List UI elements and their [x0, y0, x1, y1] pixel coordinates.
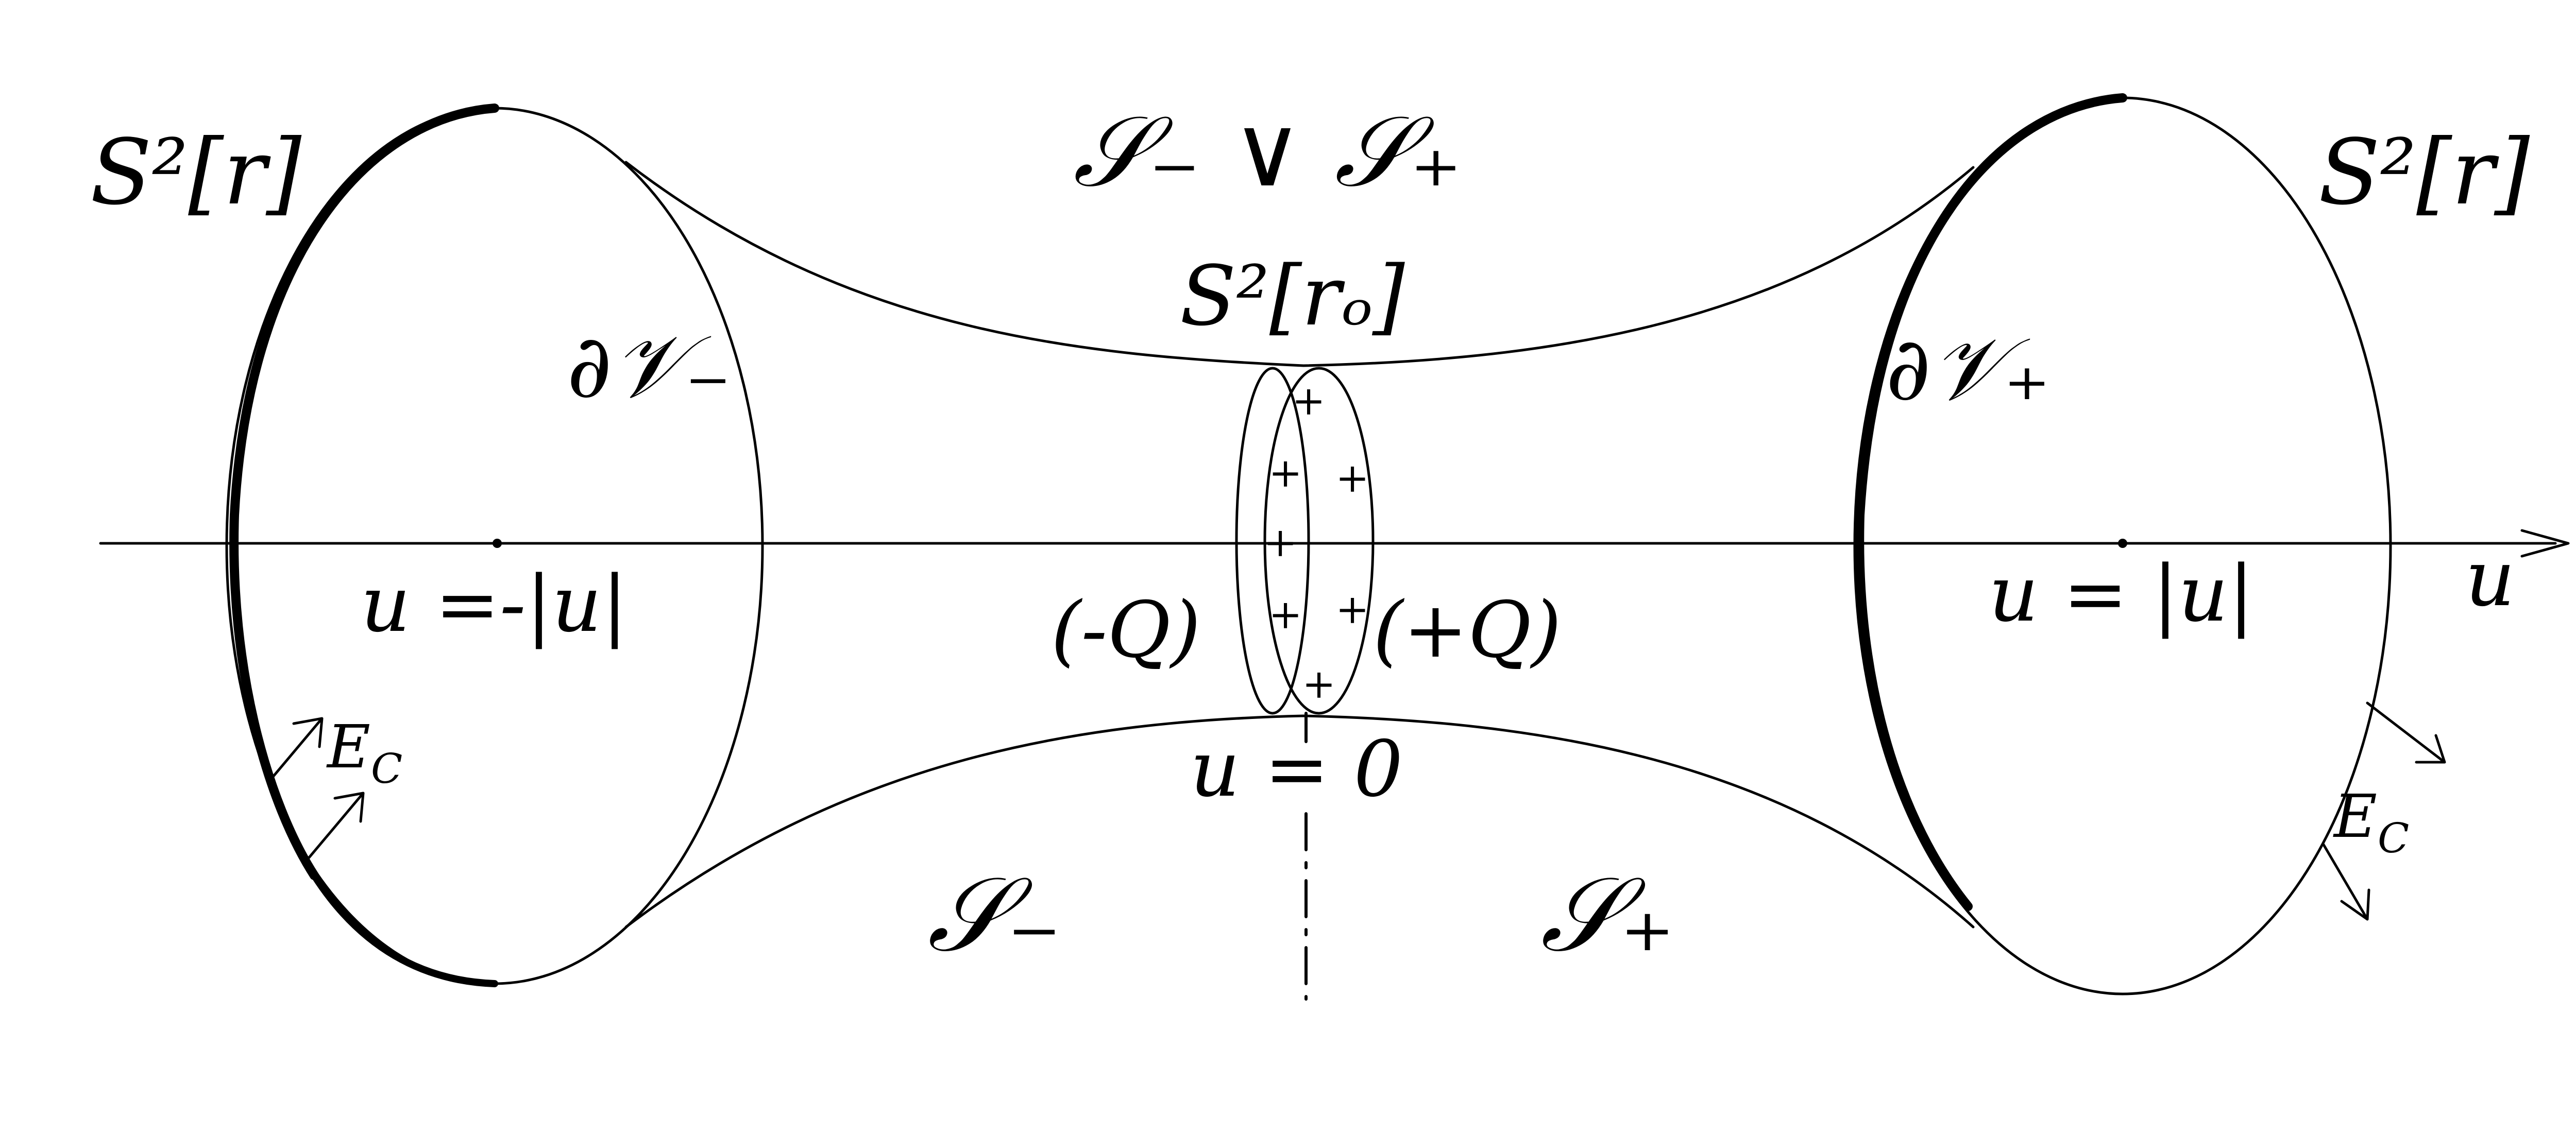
s-minus-label: 𝒮₋ [927, 855, 1061, 975]
right-center-point [2118, 539, 2127, 548]
right-ec-main: E [2333, 782, 2377, 851]
right-boundary-label: ∂𝒱₊ [1886, 318, 2050, 420]
plus-q-label: (+Q) [1373, 586, 1562, 675]
left-sphere-thick-edge-bottom [311, 872, 498, 987]
charge-plus: + [1263, 520, 1297, 566]
throat-disk-front [1263, 367, 1375, 715]
left-u-label: u =-|u| [361, 560, 628, 649]
left-ec-arrow-upper [266, 717, 324, 784]
right-ec-sub: C [2378, 814, 2409, 862]
upper-throat-curve [624, 161, 1975, 367]
left-sphere-thick-edge [229, 104, 499, 880]
minus-q-label: (-Q) [1051, 586, 1201, 675]
right-ec-arrow-upper [2366, 701, 2446, 764]
center-u-label: u = 0 [1190, 725, 1403, 814]
right-ec-label: E C [2333, 782, 2409, 862]
left-boundary-label: ∂𝒱₋ [567, 316, 731, 418]
left-ec-sub: C [371, 745, 402, 793]
charge-plus: + [1292, 378, 1325, 424]
right-sphere-label: S²[r] [2318, 121, 2530, 225]
left-sphere-label: S²[r] [90, 121, 302, 225]
left-ec-arrow-lower [308, 792, 365, 859]
left-ec-label: E C [326, 713, 402, 793]
throat-disk-back [1235, 367, 1310, 715]
right-u-label: u = |u| [1989, 550, 2254, 639]
charge-plus: + [1335, 455, 1369, 502]
left-center-point [493, 539, 502, 548]
u-axis-arrowhead [2520, 529, 2570, 558]
top-wedge-label: 𝒮₋ ∨ 𝒮₊ [1073, 95, 1462, 209]
right-ec-arrow-lower [2322, 843, 2370, 921]
charge-markers: + + + + + + + [1263, 378, 1369, 708]
throat-sphere-label: S²[rₒ] [1180, 248, 1405, 344]
lower-throat-curve [624, 714, 1975, 929]
charge-plus: + [1268, 592, 1302, 638]
charge-plus: + [1302, 661, 1335, 708]
s-plus-label: 𝒮₊ [1540, 855, 1674, 975]
charge-plus: + [1335, 587, 1369, 633]
right-sphere-thick-edge [1855, 93, 2127, 911]
left-ec-main: E [326, 713, 370, 782]
charge-plus: + [1268, 450, 1302, 496]
axis-u-label: u [2465, 534, 2515, 624]
